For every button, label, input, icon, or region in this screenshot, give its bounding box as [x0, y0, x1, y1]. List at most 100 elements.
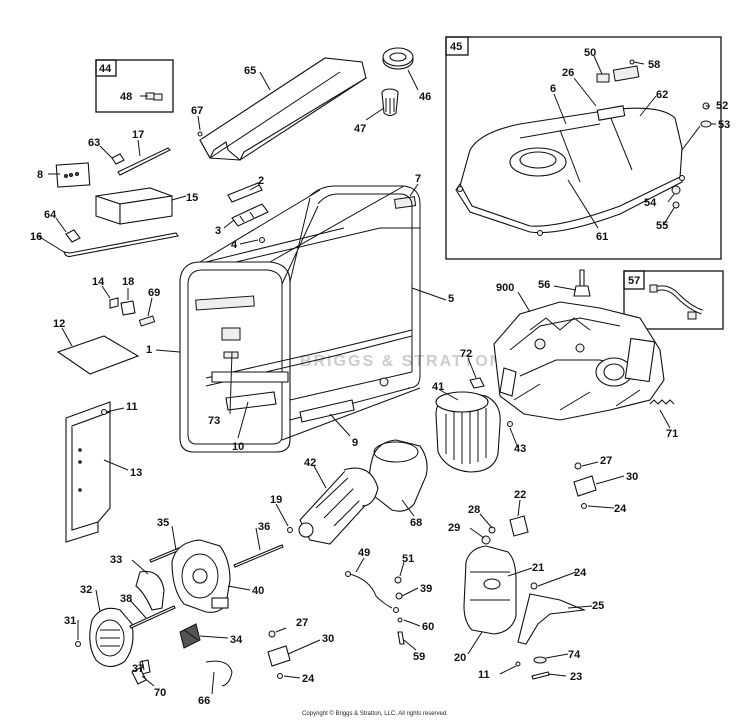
callout-49: 49 [358, 547, 370, 559]
part-25-bracket [517, 582, 587, 645]
callout-23: 23 [570, 671, 582, 683]
callout-50: 50 [584, 47, 596, 59]
callout-20: 20 [454, 652, 466, 664]
callout-14: 14 [92, 276, 105, 288]
callout-67: 67 [191, 105, 203, 117]
callout-5: 5 [448, 293, 454, 305]
part-4-screw [259, 237, 265, 243]
callout-15: 15 [186, 192, 198, 204]
part-30-bracket-bottom [267, 630, 291, 679]
callout-1: 1 [146, 344, 152, 356]
callout-38: 38 [120, 593, 132, 605]
callout-72: 72 [460, 348, 472, 360]
part-23-bolt [531, 671, 550, 680]
part-32-cover [89, 607, 134, 668]
callout-3: 3 [215, 225, 221, 237]
callout-29: 29 [448, 522, 460, 534]
part-66-wire [205, 660, 233, 687]
part-19-screw [287, 527, 293, 533]
part-12-panel [56, 335, 140, 375]
callout-55: 55 [656, 220, 668, 232]
part-34-brush [179, 623, 201, 649]
callout-27: 27 [296, 617, 308, 629]
part-43-bolt [507, 421, 513, 427]
callout-25: 25 [592, 600, 604, 612]
callout-8: 8 [37, 169, 43, 181]
callout-17: 17 [132, 129, 144, 141]
callout-6: 6 [550, 83, 556, 95]
callout-59: 59 [413, 651, 425, 663]
copyright-text: Copyright © Briggs & Stratton, LLC. All … [302, 711, 448, 717]
callout-26: 26 [562, 67, 574, 79]
callout-42: 42 [304, 457, 316, 469]
callout-47: 47 [354, 123, 366, 135]
inset-box-57: 57 [623, 270, 724, 330]
part-21-muffler [463, 545, 517, 635]
watermark-text: BRIGGS & STRATTON [300, 353, 503, 370]
part-51 [394, 576, 402, 584]
part-15-box [95, 187, 173, 225]
part-900-engine [493, 301, 665, 421]
callout-16: 16 [30, 231, 42, 243]
part-31-screw [75, 641, 81, 647]
part-65-cover [199, 57, 367, 161]
box-label-45: 45 [450, 41, 462, 53]
callout-51: 51 [402, 553, 414, 565]
inset-box-45: 45 [445, 36, 722, 260]
callout-2: 2 [258, 175, 264, 187]
part-8-decal [55, 162, 91, 188]
callout-64: 64 [44, 209, 57, 221]
part-72-part [469, 377, 485, 389]
callout-11-bottom: 11 [478, 669, 490, 681]
callout-24-mid: 24 [574, 567, 587, 579]
callout-28: 28 [468, 504, 480, 516]
callout-7: 7 [415, 173, 421, 185]
callout-4: 4 [231, 239, 238, 251]
callout-18: 18 [122, 276, 134, 288]
leader-lines [37, 55, 716, 695]
callout-61: 61 [596, 231, 608, 243]
callout-46: 46 [419, 91, 431, 103]
callout-40: 40 [252, 585, 264, 597]
part-14-18-69 [109, 297, 156, 327]
callout-11: 11 [126, 401, 138, 413]
box-label-57: 57 [628, 275, 640, 287]
callout-60: 60 [422, 621, 434, 633]
callout-24-right: 24 [614, 503, 627, 515]
part-67-screw [197, 131, 203, 137]
callout-35: 35 [157, 517, 169, 529]
callout-32: 32 [80, 584, 92, 596]
part-64-knob [65, 229, 81, 243]
callout-58: 58 [648, 59, 660, 71]
part-33-bracket [135, 570, 165, 611]
part-13-bracket [65, 401, 111, 543]
part-47-strainer [381, 88, 399, 117]
callout-48: 48 [120, 91, 132, 103]
callout-22: 22 [514, 489, 526, 501]
part-71-spring [649, 399, 675, 405]
callout-27-right: 27 [600, 455, 612, 467]
callout-30-right: 30 [626, 471, 638, 483]
callout-9: 9 [352, 437, 358, 449]
callout-63: 63 [88, 137, 100, 149]
part-41-stator [435, 391, 501, 473]
callout-labels: 65 46 47 67 17 63 8 15 2 3 4 7 64 16 14 … [30, 47, 730, 707]
callout-41: 41 [432, 381, 444, 393]
part-74-washer [533, 656, 547, 664]
part-46-fuel-cap [382, 47, 414, 70]
callout-74: 74 [568, 649, 581, 661]
callout-69: 69 [148, 287, 160, 299]
part-68-cover [368, 439, 428, 512]
callout-53: 53 [718, 119, 730, 131]
part-11-bottom [515, 661, 521, 667]
part-22-gasket [509, 515, 529, 537]
callout-labels-extra: 27 30 24 24 11 [478, 455, 638, 681]
part-49-wire [349, 573, 393, 609]
part-63-knob [111, 153, 125, 165]
callout-19: 19 [270, 494, 282, 506]
inset-box-44: 44 [95, 59, 174, 113]
part-42-rotor [298, 467, 379, 545]
callout-71: 71 [666, 428, 678, 440]
callout-30: 30 [322, 633, 334, 645]
